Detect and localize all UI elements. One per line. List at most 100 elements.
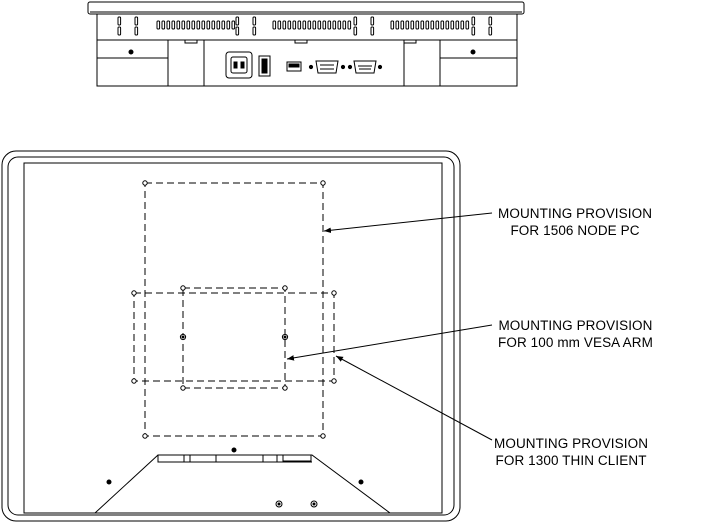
vent-slot xyxy=(217,21,220,29)
vent-slot xyxy=(489,17,492,25)
callout-line: MOUNTING PROVISION xyxy=(498,318,653,333)
vent-slot xyxy=(318,21,321,29)
vent-slot xyxy=(236,17,239,25)
right-foot xyxy=(404,40,440,86)
vent-slot xyxy=(135,27,138,35)
callout-thin-client: MOUNTING PROVISION FOR 1300 THIN CLIENT xyxy=(494,435,648,469)
vent-slot xyxy=(461,21,464,29)
vent-slot xyxy=(348,21,351,29)
vent-slot xyxy=(436,21,439,29)
vent-slot xyxy=(222,21,225,29)
thin-client-pattern xyxy=(134,293,334,381)
callout-node-pc: MOUNTING PROVISION FOR 1506 NODE PC xyxy=(498,205,652,239)
screw-icon xyxy=(129,50,133,54)
vent-slot xyxy=(489,27,492,35)
leader-vesa xyxy=(287,325,492,361)
vent-slot xyxy=(293,21,296,29)
vent-slot xyxy=(197,21,200,29)
callout-line: MOUNTING PROVISION xyxy=(498,206,653,221)
vent-slot xyxy=(406,21,409,29)
screw-icon xyxy=(232,448,236,452)
vent-slot xyxy=(466,21,469,29)
vent-slot xyxy=(431,21,434,29)
vent-slot xyxy=(118,27,121,35)
callout-vesa-arm: MOUNTING PROVISION FOR 100 mm VESA ARM xyxy=(498,317,653,351)
vent-slot xyxy=(298,21,301,29)
vent-slot xyxy=(354,17,357,25)
vent-slot xyxy=(354,27,357,35)
vent-slot xyxy=(446,21,449,29)
vga-port xyxy=(316,61,338,73)
vent-slot xyxy=(371,17,374,25)
vesa-pattern xyxy=(183,288,285,388)
screw-icon xyxy=(311,501,317,507)
leader-lines xyxy=(287,213,492,440)
vent-slot xyxy=(278,21,281,29)
screw-icon xyxy=(276,501,282,507)
vent-slot xyxy=(162,21,165,29)
bottom-view xyxy=(88,2,524,86)
vent-slot xyxy=(177,21,180,29)
screw-icon xyxy=(471,50,475,54)
vent-slot xyxy=(118,17,121,25)
vent-slot xyxy=(182,21,185,29)
vent-slot xyxy=(135,17,138,25)
vent-slot xyxy=(288,21,291,29)
vent-slot xyxy=(472,17,475,25)
vent-slot xyxy=(456,21,459,29)
mounting-holes xyxy=(132,181,336,438)
vent-slot xyxy=(333,21,336,29)
vent-slot xyxy=(411,21,414,29)
vent-slot xyxy=(308,21,311,29)
vent-slot xyxy=(396,21,399,29)
ventilation-slots xyxy=(118,17,492,35)
leader-thin-client xyxy=(336,356,492,440)
vent-slot xyxy=(338,21,341,29)
vent-slot xyxy=(313,21,316,29)
vent-slot xyxy=(401,21,404,29)
vent-slot xyxy=(416,21,419,29)
vent-slot xyxy=(421,21,424,29)
vent-slot xyxy=(236,27,239,35)
vent-slot xyxy=(343,21,346,29)
vent-slot xyxy=(472,27,475,35)
callout-line: FOR 1300 THIN CLIENT xyxy=(495,453,647,468)
vent-slot xyxy=(212,21,215,29)
chassis-outline xyxy=(97,14,517,86)
callout-line: FOR 100 mm VESA ARM xyxy=(498,335,653,350)
power-inlet xyxy=(226,52,252,78)
callout-line: FOR 1506 NODE PC xyxy=(510,223,640,238)
vent-slot xyxy=(451,21,454,29)
vent-slot xyxy=(192,21,195,29)
bottom-housing xyxy=(95,455,390,513)
vent-slot xyxy=(323,21,326,29)
rear-panel xyxy=(24,163,442,513)
vent-slot xyxy=(207,21,210,29)
rear-inner-frame xyxy=(8,157,454,515)
vent-slot xyxy=(253,17,256,25)
usb-port xyxy=(287,62,301,71)
vent-slot xyxy=(441,21,444,29)
vent-slot xyxy=(157,21,160,29)
screw-icon xyxy=(359,480,363,484)
vent-slot xyxy=(303,21,306,29)
screw-icon xyxy=(107,480,111,484)
rear-outer-frame xyxy=(2,151,460,521)
serial-port xyxy=(354,61,376,73)
leader-node-pc xyxy=(324,213,492,234)
vent-slot xyxy=(371,27,374,35)
vent-slot xyxy=(167,21,170,29)
vent-slot xyxy=(232,21,235,29)
callout-line: MOUNTING PROVISION xyxy=(494,436,649,451)
vent-slot xyxy=(253,27,256,35)
vent-slot xyxy=(426,21,429,29)
vent-slot xyxy=(283,21,286,29)
vent-slot xyxy=(187,21,190,29)
node-pc-pattern xyxy=(145,183,323,436)
vent-slot xyxy=(273,21,276,29)
rear-view xyxy=(2,151,460,521)
left-foot xyxy=(168,40,204,86)
vent-slot xyxy=(391,21,394,29)
power-switch xyxy=(259,56,270,76)
